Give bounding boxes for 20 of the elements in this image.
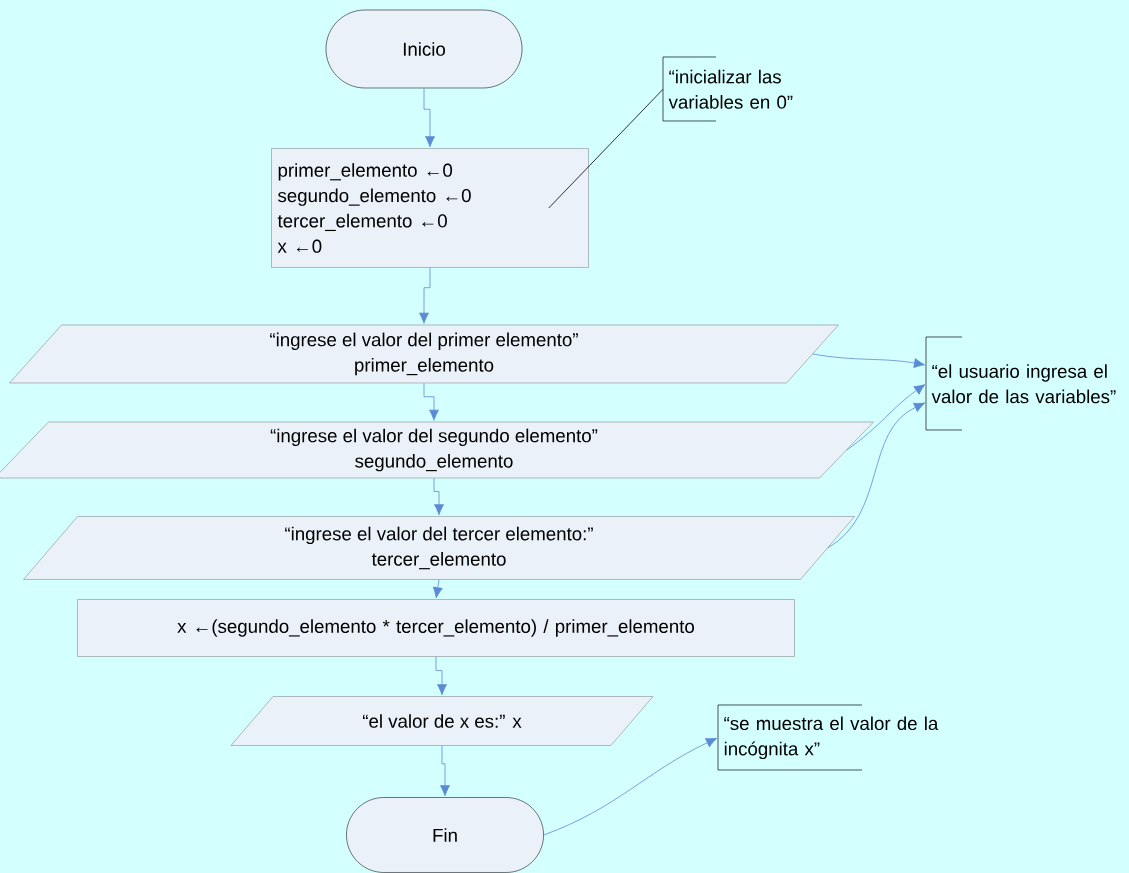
arrow [432, 579, 443, 599]
input-output-parallelogram: “ingrese el valor del primer elemento” primer_elemento [9, 324, 839, 384]
arrow [846, 384, 926, 451]
arrow [423, 87, 435, 148]
input-output-parallelogram: “ingrese el valor del segundo elemento” segundo_elemento [0, 421, 874, 479]
arrow [812, 353, 925, 368]
annotation-note: “se muestra el valor de la incógnita x” [717, 704, 939, 771]
arrow [419, 267, 431, 324]
arrow [435, 656, 447, 696]
process-box: x ←(segundo_elemento * tercer_elemento) / primer_elemento [77, 599, 795, 657]
process-box: primer_elemento ←0 segundo_elemento ←0 tercer_elemento ←0 x ←0 [271, 148, 589, 268]
annotation-note: “el usuario ingresa el valor de las variables” [925, 336, 1116, 431]
arrow [440, 745, 450, 797]
annotation-note: “inicializar las variables en 0” [662, 56, 793, 122]
arrow [543, 737, 718, 836]
arrow [433, 477, 444, 516]
arrow [827, 402, 926, 549]
leader-line [548, 88, 664, 209]
arrow [423, 382, 439, 421]
input-output-parallelogram: “ingrese el valor del tercer elemento:” tercer_elemento [23, 516, 855, 580]
